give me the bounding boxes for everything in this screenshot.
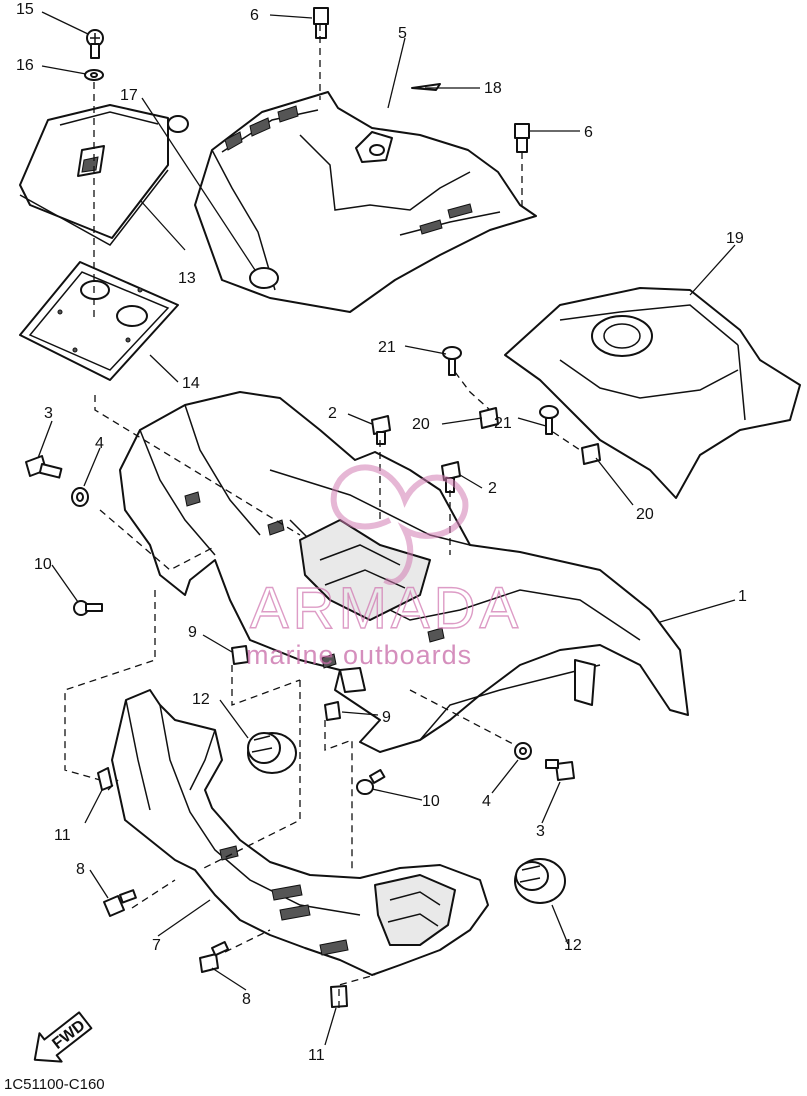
callout-11b: 11: [308, 1047, 325, 1064]
callout-12a: 12: [192, 691, 210, 708]
clip-11-bottom: [330, 985, 348, 1008]
callout-5: 5: [398, 25, 407, 42]
callout-3b: 3: [536, 823, 545, 840]
clip-9-b: [324, 701, 341, 721]
screw-10-right: [356, 768, 386, 795]
callout-9a: 9: [188, 624, 197, 641]
leader-lines: [37, 11, 736, 1046]
bolt-3-left: [25, 455, 63, 479]
plate-14: [19, 261, 179, 381]
label-18: [411, 83, 441, 91]
callout-18: 18: [484, 80, 502, 97]
cover-13: [19, 104, 169, 246]
clip-11-left: [97, 767, 113, 791]
callout-16: 16: [16, 57, 34, 74]
callout-3a: 3: [44, 405, 53, 422]
grommet-4-left: [71, 487, 89, 507]
grommet-12-right: [514, 858, 566, 904]
clip-20-a: [479, 407, 499, 429]
callout-2a: 2: [328, 405, 337, 422]
front-panel-5: [194, 91, 537, 313]
callout-14: 14: [182, 375, 200, 392]
callout-10a: 10: [34, 556, 52, 573]
watermark-tagline: marine outboards: [246, 640, 472, 670]
lower-guard-7: [111, 689, 489, 976]
callout-10b: 10: [422, 793, 440, 810]
screw-15: [86, 29, 104, 59]
callout-21a: 21: [378, 339, 396, 356]
callout-15: 15: [16, 1, 34, 18]
watermark-brand: ARMADA: [250, 576, 522, 641]
diagram-code-label: 1C51100-C160: [4, 1076, 105, 1093]
bolt-8-left: [103, 889, 137, 917]
callout-6b: 6: [584, 124, 593, 141]
callout-11a: 11: [54, 827, 71, 844]
washer-16: [84, 69, 104, 81]
screw-21-b: [539, 405, 559, 435]
callout-20a: 20: [412, 416, 430, 433]
callout-4b: 4: [482, 793, 491, 810]
grommet-12-left: [247, 732, 297, 774]
bolt-8-bottom: [199, 941, 230, 973]
rear-cover-19: [504, 287, 801, 499]
clip-20-b: [581, 443, 601, 465]
callout-2b: 2: [488, 480, 497, 497]
callout-13: 13: [178, 270, 196, 287]
screw-10-left: [73, 600, 103, 616]
clip-9-a: [231, 645, 249, 665]
watermark: ARMADA marine outboards: [246, 464, 522, 670]
grommet-4-right: [514, 742, 532, 760]
bolt-6-top: [313, 7, 329, 39]
callout-4a: 4: [95, 435, 104, 452]
callout-8a: 8: [76, 861, 85, 878]
assembly-lines: [64, 24, 581, 1008]
callout-labels: 15 16 6 5 17 18 6 19 13 21 14 3 2 20 21 …: [16, 1, 747, 1064]
callout-20b: 20: [636, 506, 654, 523]
callout-19: 19: [726, 230, 744, 247]
callout-17: 17: [120, 87, 138, 104]
callout-1: 1: [738, 588, 747, 605]
callout-21b: 21: [494, 415, 512, 432]
bolt-6-right: [514, 123, 530, 153]
callout-9b: 9: [382, 709, 391, 726]
bolt-3-right: [545, 759, 575, 781]
fwd-arrow: FWD: [33, 1011, 93, 1063]
callout-12b: 12: [564, 937, 582, 954]
callout-7: 7: [152, 937, 161, 954]
callout-6a: 6: [250, 7, 259, 24]
bolt-2-a: [371, 415, 391, 445]
emblem-17: [167, 115, 189, 133]
callout-8b: 8: [242, 991, 251, 1008]
watermark-logo-shape: [330, 464, 469, 585]
screw-21-a: [442, 346, 462, 376]
